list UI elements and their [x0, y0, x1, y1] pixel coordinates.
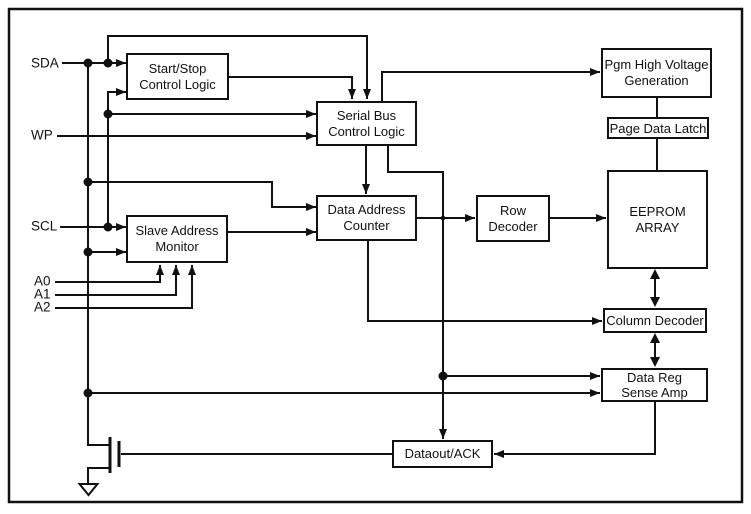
signal-label-a2: A2 — [34, 299, 51, 315]
wire-a1 — [55, 265, 180, 296]
arrow-up-icon — [650, 269, 660, 279]
block-page-data-latch: Page Data Latch — [607, 117, 709, 139]
block-data-address-counter: Data Address Counter — [316, 195, 417, 241]
arrow-down-icon — [650, 297, 660, 307]
wire-senseamp-dataout — [494, 402, 656, 458]
signal-label-wp: WP — [31, 127, 53, 143]
block-eeprom-array: EEPROM ARRAY — [607, 170, 708, 269]
wire-serialbus-pgmhv — [381, 68, 600, 101]
block-start-stop-control-logic: Start/Stop Control Logic — [126, 53, 229, 100]
wire-sda-top — [107, 35, 371, 99]
block-slave-address-monitor: Slave Address Monitor — [126, 215, 228, 263]
block-serial-bus-control-logic: Serial Bus Control Logic — [316, 101, 417, 146]
wires — [55, 35, 658, 458]
nmos-transistor-icon — [87, 437, 121, 484]
block-column-decoder: Column Decoder — [603, 308, 707, 333]
block-dataout-ack: Dataout/ACK — [392, 440, 493, 468]
wire-serialbus-dataout — [387, 146, 447, 439]
signal-label-sda: SDA — [31, 55, 59, 71]
block-row-decoder: Row Decoder — [476, 195, 550, 242]
wire-sda-dac — [88, 181, 316, 211]
arrow-down-icon — [650, 357, 660, 367]
bidirectional-arrowheads — [650, 269, 660, 367]
block-data-reg-sense-amp: Data Reg Sense Amp — [601, 368, 708, 402]
signal-label-a1: A1 — [34, 286, 51, 302]
signal-label-scl: SCL — [31, 218, 58, 234]
arrow-up-icon — [650, 333, 660, 343]
junction-dots — [83, 58, 448, 398]
wire-dac-coldec — [367, 241, 602, 325]
wire-a2 — [55, 265, 196, 309]
wire-sda-main-rail — [87, 63, 110, 446]
diagram-border — [7, 7, 744, 504]
block-pgm-high-voltage-generation: Pgm High Voltage Generation — [601, 48, 712, 98]
wire-startstop-serialbus — [229, 76, 356, 99]
wire-a0 — [55, 265, 164, 283]
signal-label-a0: A0 — [34, 273, 51, 289]
ground-icon — [77, 483, 100, 497]
